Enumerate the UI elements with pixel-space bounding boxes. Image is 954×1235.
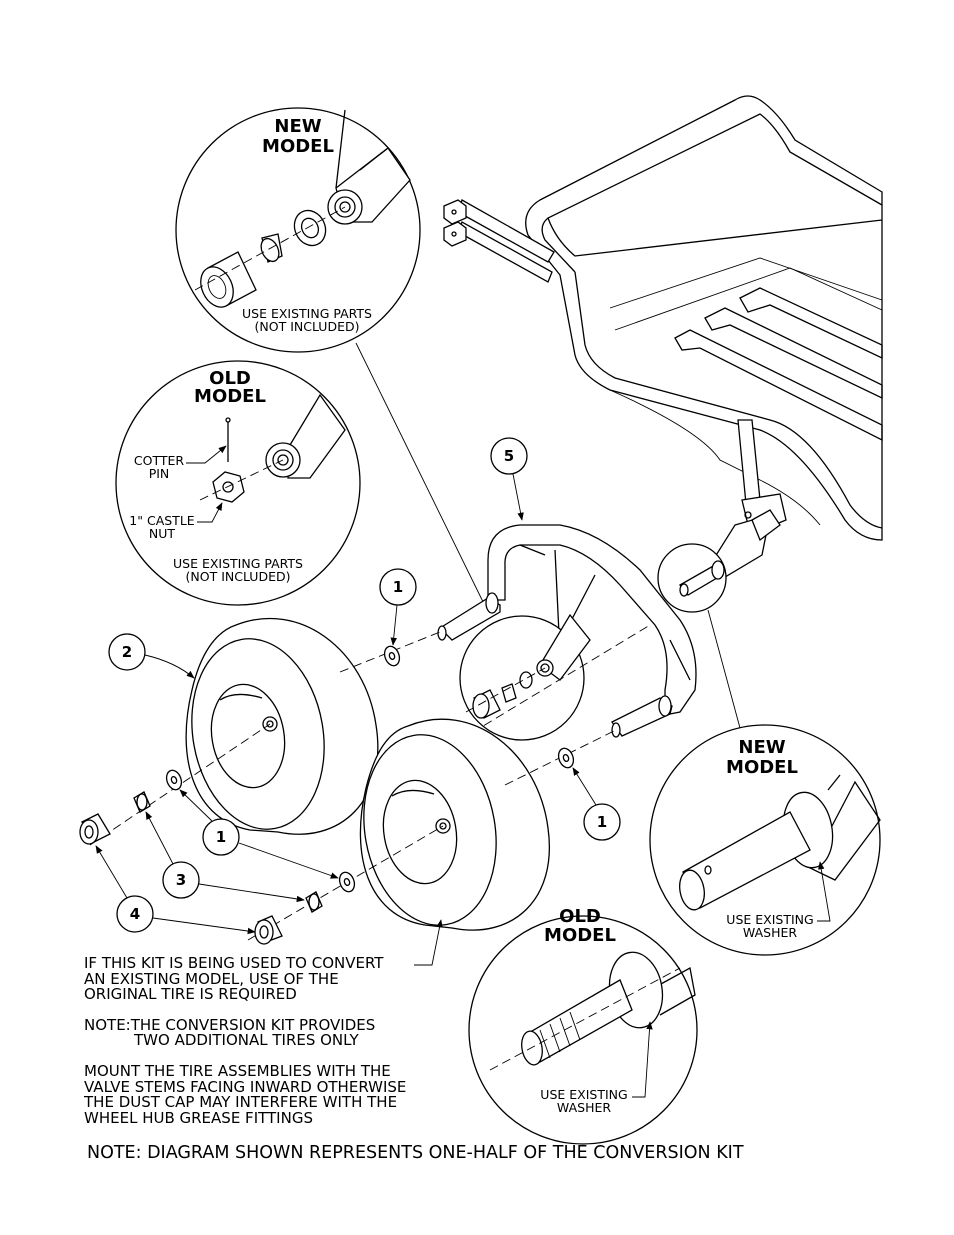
- tow-handle: [443, 199, 555, 283]
- washer-upper-left: [165, 769, 183, 791]
- callout-leader-new-right: [707, 609, 741, 729]
- mount-note-line1: MOUNT THE TIRE ASSEMBLIES WITH THE: [84, 1062, 391, 1080]
- new-model-heading-line2: MODEL: [262, 136, 334, 157]
- part-number-1-right-text: 1: [597, 813, 607, 831]
- cart-tub: [525, 95, 883, 541]
- new-model-right-callout: NEW MODEL USE EXISTING WASHER: [649, 724, 881, 956]
- wheel-lower: [359, 718, 550, 931]
- part-number-1-upper: 1: [379, 568, 417, 646]
- use-existing-washer-bottom-line2: WASHER: [557, 1100, 611, 1115]
- axle-frame: [437, 524, 697, 738]
- part-number-3-text: 3: [176, 871, 186, 889]
- use-existing-parts-line2-top: (NOT INCLUDED): [255, 319, 360, 334]
- dust-cap-upper: [79, 813, 111, 845]
- lynch-pin-lower: [305, 891, 323, 913]
- convert-note-line3: ORIGINAL TIRE IS REQUIRED: [84, 985, 297, 1003]
- washer-lower-right: [557, 747, 575, 769]
- part-number-4: 4: [95, 845, 256, 935]
- castle-nut-label-line2: NUT: [149, 526, 175, 541]
- new-model-right-heading-line2: MODEL: [726, 757, 798, 778]
- part-number-1-lower-text: 1: [216, 828, 226, 846]
- use-existing-washer-bottom-line1: USE EXISTING: [540, 1087, 627, 1102]
- dust-cap-lower: [254, 915, 283, 945]
- spindle-detail-circle: [657, 543, 727, 613]
- convert-note: IF THIS KIT IS BEING USED TO CONVERT AN …: [84, 919, 443, 1003]
- lynch-pin-upper: [133, 791, 151, 813]
- part-number-4-text: 4: [130, 905, 140, 923]
- old-model-bottom-callout: OLD MODEL USE EXISTING WASHER: [468, 906, 698, 1145]
- use-existing-washer-right-line2: WASHER: [743, 925, 797, 940]
- part-number-2: 2: [108, 633, 195, 679]
- wheel-upper: [185, 617, 379, 835]
- part-number-3: 3: [145, 811, 305, 903]
- old-model-bottom-heading-line1: OLD: [559, 906, 601, 927]
- mount-note-line2: VALVE STEMS FACING INWARD OTHERWISE: [84, 1078, 406, 1096]
- washer-lower-left: [338, 871, 356, 893]
- use-existing-parts-line1-old: USE EXISTING PARTS: [173, 556, 303, 571]
- washer-upper-right: [383, 645, 401, 667]
- old-model-bottom-heading-line2: MODEL: [544, 925, 616, 946]
- kit-note-line2: TWO ADDITIONAL TIRES ONLY: [133, 1031, 360, 1049]
- castle-nut-label-line1: 1" CASTLE: [129, 513, 194, 528]
- use-existing-parts-line2-old: (NOT INCLUDED): [186, 569, 291, 584]
- new-model-right-heading-line1: NEW: [738, 737, 785, 758]
- part-number-5-text: 5: [504, 447, 514, 465]
- mount-note: MOUNT THE TIRE ASSEMBLIES WITH THE VALVE…: [83, 1062, 406, 1127]
- use-existing-parts-line1-top: USE EXISTING PARTS: [242, 306, 372, 321]
- kit-note: NOTE:THE CONVERSION KIT PROVIDES TWO ADD…: [84, 1016, 375, 1049]
- callout-leader-new-top: [355, 342, 489, 613]
- axis-line-mid-upper: [339, 631, 441, 673]
- new-model-heading-line1: NEW: [274, 116, 321, 137]
- convert-note-line1: IF THIS KIT IS BEING USED TO CONVERT: [84, 954, 384, 972]
- part-number-5: 5: [490, 437, 528, 521]
- cart-axle-mount: [707, 419, 787, 581]
- cotter-pin-label-line2: PIN: [149, 466, 170, 481]
- frame-detail-circle: [459, 613, 591, 741]
- axis-line-upper: [459, 624, 651, 741]
- use-existing-washer-right-line1: USE EXISTING: [726, 912, 813, 927]
- mount-note-line3: THE DUST CAP MAY INTERFERE WITH THE: [83, 1093, 397, 1111]
- part-number-1-lower: 1: [179, 789, 339, 879]
- old-model-top-callout: OLD MODEL COTTER PIN 1" CASTLE NUT USE E…: [115, 360, 361, 606]
- part-number-2-text: 2: [122, 643, 132, 661]
- footer-note: NOTE: DIAGRAM SHOWN REPRESENTS ONE-HALF …: [87, 1143, 744, 1163]
- part-number-1-right: 1: [572, 767, 621, 841]
- kit-note-line1: NOTE:THE CONVERSION KIT PROVIDES: [84, 1016, 375, 1034]
- cotter-pin-label-line1: COTTER: [134, 453, 185, 468]
- axis-line-left-upper: [89, 723, 271, 846]
- mount-note-line4: WHEEL HUB GREASE FITTINGS: [84, 1109, 313, 1127]
- part-number-1-upper-text: 1: [393, 578, 403, 596]
- new-model-top-callout: NEW MODEL USE EXISTING PARTS (NOT INCLUD…: [175, 107, 421, 353]
- old-model-heading-line1: OLD: [209, 368, 251, 389]
- convert-note-line2: AN EXISTING MODEL, USE OF THE: [84, 970, 339, 988]
- old-model-heading-line2: MODEL: [194, 386, 266, 407]
